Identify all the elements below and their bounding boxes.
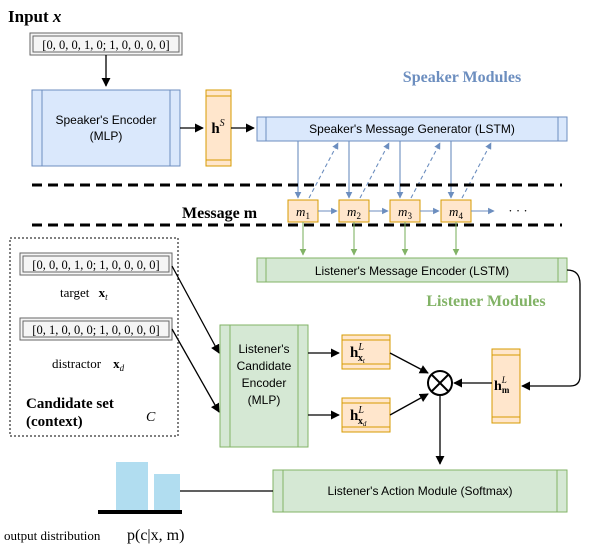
output-formula: p(c|x, m) [127, 527, 184, 544]
listener-action-module: Listener's Action Module (Softmax) [272, 469, 568, 513]
svg-text:m2: m2 [347, 204, 361, 221]
speaker-message-generator: Speaker's Message Generator (LSTM) [256, 116, 568, 142]
candidate-encoder-line4: (MLP) [248, 393, 281, 407]
listener-message-encoder-text: Listener's Message Encoder (LSTM) [315, 264, 509, 278]
input-vector-box: [0, 0, 0, 1, 0; 1, 0, 0, 0, 0] [29, 32, 183, 56]
speaker-encoder-line2: (MLP) [90, 129, 123, 143]
speaker-encoder: Speaker's Encoder (MLP) [31, 89, 181, 167]
token-to-listener-arrows [299, 222, 460, 256]
target-vector-text: [0, 0, 0, 1, 0; 1, 0, 0, 0, 0] [32, 258, 159, 272]
message-token-m4: m4 [440, 199, 472, 223]
candidate-encoder-line3: Encoder [242, 376, 287, 390]
svg-text:m3: m3 [398, 204, 412, 221]
arrow-target-to-candidate-encoder [171, 265, 220, 354]
message-token-m1: m1 [287, 199, 319, 223]
speaker-encoder-line1: Speaker's Encoder [55, 113, 156, 127]
message-token-m3: m3 [389, 199, 421, 223]
action-module-text: Listener's Action Module (Softmax) [327, 484, 512, 498]
input-title: Input x [8, 7, 62, 26]
arrow-message-encoder-to-hm [521, 269, 581, 391]
candidate-set-label-line2: (context) [26, 414, 83, 430]
speaker-generator-text: Speaker's Message Generator (LSTM) [309, 122, 515, 136]
listener-candidate-encoder: Listener's Candidate Encoder (MLP) [219, 324, 309, 448]
svg-text:m4: m4 [449, 204, 463, 221]
candidate-set-var: C [146, 410, 156, 425]
candidate-set-frame [9, 237, 179, 437]
listener-modules-title: Listener Modules [426, 293, 545, 310]
message-ellipsis: · · · [508, 203, 528, 218]
message-label: Message m [182, 205, 258, 222]
token-feedback-arrows [308, 142, 492, 199]
svg-text:m1: m1 [296, 204, 310, 221]
output-label: output distribution [4, 528, 101, 543]
target-vector-box: [0, 0, 0, 1, 0; 1, 0, 0, 0, 0] [19, 252, 173, 276]
svg-text:hLm: hLm [494, 375, 510, 395]
listener-message-encoder: Listener's Message Encoder (LSTM) [256, 257, 568, 283]
speaker-hidden-label: hS [211, 118, 224, 137]
candidate-encoder-line1: Listener's [239, 342, 290, 356]
speaker-modules-title: Speaker Modules [403, 69, 521, 86]
arrow-hxd-to-product [389, 393, 429, 416]
arrow-distractor-to-candidate-encoder [171, 328, 220, 413]
generator-to-token-arrows [294, 141, 455, 199]
arrow-hxt-to-product [389, 352, 429, 374]
distractor-vector-box: [0, 1, 0, 0, 0; 1, 0, 0, 0, 0] [19, 317, 173, 341]
speaker-hidden-state: hS [205, 89, 232, 167]
candidate-set-label-line1: Candidate set [26, 396, 114, 412]
message-token-m2: m2 [338, 199, 370, 223]
distractor-vector-text: [0, 1, 0, 0, 0; 1, 0, 0, 0, 0] [32, 323, 159, 337]
input-vector-text: [0, 0, 0, 1, 0; 1, 0, 0, 0, 0] [42, 38, 169, 52]
target-label: target xt [60, 285, 108, 302]
product-operator [427, 370, 453, 396]
output-distribution-bars [98, 462, 182, 514]
candidate-encoder-line2: Candidate [237, 359, 292, 373]
